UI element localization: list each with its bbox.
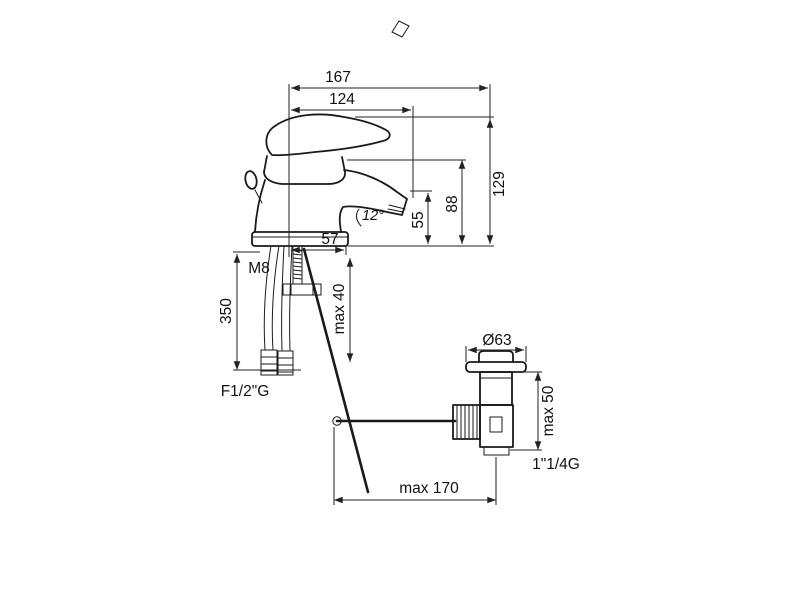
label-spout-angle: 12°: [362, 208, 384, 224]
label-rod-max: max 170: [399, 480, 459, 497]
label-total-width: 167: [325, 69, 351, 86]
threaded-stud: [292, 245, 303, 285]
faucet-cartridge: [263, 155, 346, 185]
extension-lines: [233, 84, 542, 505]
faucet-outline: [244, 113, 408, 247]
dimension-lines: [233, 84, 542, 504]
popup-rod-diagonal: [302, 247, 370, 494]
label-max-deck: max 40: [331, 283, 348, 334]
drain-knurled-nut: [452, 404, 481, 440]
label-hose-length: 350: [218, 298, 235, 324]
popup-knob: [244, 170, 263, 204]
label-total-height: 129: [491, 171, 508, 197]
top-detail-mark: [391, 20, 410, 38]
spout-aerator: [387, 204, 406, 213]
below-deck-parts: [260, 245, 457, 494]
spout-angle-arc: [355, 208, 362, 227]
label-rod-thread: M8: [248, 260, 270, 277]
label-spout-height: 88: [444, 195, 461, 212]
faucet-handle: [265, 113, 391, 157]
label-drain-diameter: Ø63: [482, 332, 511, 349]
faucet-spout: [338, 169, 408, 233]
faucet-body-left: [254, 179, 266, 233]
rod-ball-joint: [332, 416, 342, 426]
label-spout-reach: 124: [329, 91, 355, 108]
dimension-labels: 167 124 129 88 55 12° 57 M8 350 max 40 F…: [218, 69, 580, 497]
label-outlet-clearance: 55: [410, 211, 427, 228]
label-hose-thread: F1/2"G: [221, 383, 270, 400]
drain-plug-cap: [478, 350, 514, 363]
flex-hose-right: [277, 245, 294, 376]
label-drain-max: max 50: [540, 385, 557, 436]
drain-upper-body: [479, 371, 513, 406]
label-drain-thread: 1"1/4G: [532, 456, 580, 473]
drain-lower-body: [479, 404, 514, 448]
drain-assembly: [452, 350, 527, 456]
flex-hose-left: [260, 245, 280, 376]
label-base-depth: 57: [321, 231, 338, 248]
drain-flange: [465, 361, 527, 373]
drain-tailpipe: [483, 446, 510, 456]
